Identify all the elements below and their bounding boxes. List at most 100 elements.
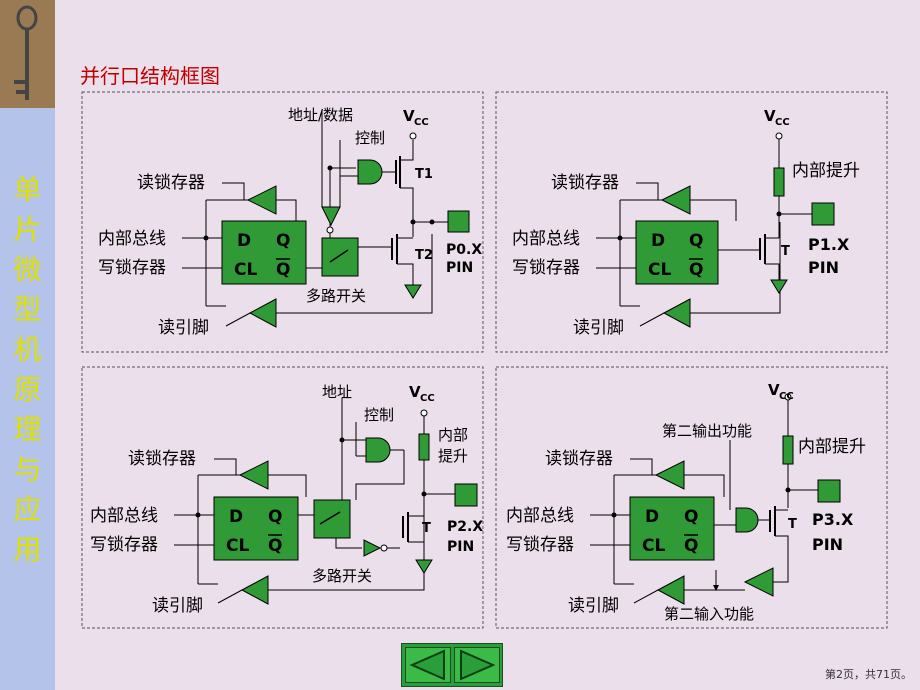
inverter: [363, 539, 382, 557]
label-internal-bus: 内部总线: [506, 506, 574, 526]
label-vcc-sub: CC: [775, 117, 790, 128]
latch-d: D: [229, 507, 243, 527]
label-pin-2: PIN: [447, 539, 474, 555]
vertical-title-char: 理: [13, 413, 42, 446]
label-t: T: [781, 244, 790, 259]
label-mux: 多路开关: [312, 567, 372, 585]
latch-q: Q: [684, 507, 698, 527]
mux-box: [313, 499, 351, 539]
label-pin-2: PIN: [808, 258, 839, 277]
latch-qbar: Q: [684, 536, 698, 556]
panel-p3: D Q CL Q V CC 第二输出功能: [506, 381, 866, 623]
label-pin-1: P2.X: [447, 519, 483, 535]
pullup-resistor: [782, 435, 794, 465]
sidebar: 单 片 微 型 机 原 理 与 应 用: [0, 0, 55, 690]
label-read-latch: 读锁存器: [128, 449, 196, 469]
panel-p0-frame: [81, 91, 484, 353]
label-t1: T1: [415, 167, 433, 182]
mux-box: [321, 237, 359, 277]
label-write-latch: 写锁存器: [512, 258, 580, 278]
label-control: 控制: [364, 406, 394, 424]
label-write-latch: 写锁存器: [98, 258, 166, 278]
label-address-data: 地址/数据: [288, 106, 353, 124]
label-pullup: 内部提升: [792, 161, 860, 181]
label-write-latch: 写锁存器: [506, 535, 574, 555]
label-vcc-sub: CC: [414, 117, 429, 128]
latch-box: [629, 496, 715, 561]
label-internal-bus: 内部总线: [90, 506, 158, 526]
latch-qbar: Q: [276, 260, 290, 280]
label-t: T: [788, 517, 797, 532]
label-second-out: 第二输出功能: [662, 422, 752, 440]
latch-cl: CL: [642, 536, 665, 556]
label-control: 控制: [355, 129, 385, 147]
key-image: [0, 0, 55, 108]
read-latch-buffer: [660, 185, 691, 215]
vertical-title-char: 机: [13, 333, 42, 366]
label-read-latch: 读锁存器: [137, 173, 205, 193]
label-read-pin: 读引脚: [152, 596, 203, 616]
label-read-latch: 读锁存器: [551, 173, 619, 193]
label-pullup-2: 提升: [438, 447, 468, 465]
label-pullup-1: 内部: [438, 426, 468, 444]
vertical-title-char: 与: [13, 453, 42, 486]
label-vcc: V: [403, 107, 415, 125]
label-pin-1: P0.X: [446, 242, 482, 258]
latch-qbar: Q: [268, 536, 282, 556]
inverter: [321, 206, 341, 227]
vertical-title-char: 单: [13, 173, 42, 206]
latch-box: [213, 496, 299, 561]
label-mux: 多路开关: [306, 287, 366, 305]
label-pullup: 内部提升: [798, 437, 866, 457]
latch-d: D: [651, 231, 665, 251]
latch-q: Q: [268, 507, 282, 527]
and-gate: [357, 159, 383, 185]
label-read-pin: 读引脚: [568, 596, 619, 616]
key-icon: [0, 0, 55, 108]
vertical-title: 单 片 微 型 机 原 理 与 应 用: [0, 170, 55, 570]
latch-cl: CL: [648, 260, 671, 280]
and-gate: [735, 507, 759, 533]
label-internal-bus: 内部总线: [98, 229, 166, 249]
latch-box: [221, 220, 307, 285]
label-vcc: V: [409, 383, 421, 401]
label-t2: T2: [415, 248, 433, 263]
panel-p0: D Q CL Q: [98, 106, 482, 338]
vertical-title-char: 原: [13, 373, 42, 406]
label-read-pin: 读引脚: [573, 318, 624, 338]
pin-pad: [454, 483, 478, 507]
label-pin-1: P1.X: [808, 235, 850, 254]
ground-symbol: [770, 279, 788, 294]
vertical-title-char: 片: [13, 213, 42, 246]
vertical-title-char: 型: [13, 293, 42, 326]
page-title: 并行口结构框图: [80, 64, 220, 88]
ground-symbol: [415, 559, 433, 574]
latch-cl: CL: [234, 260, 257, 280]
label-t: T: [422, 521, 431, 536]
next-slide-button[interactable]: [454, 647, 500, 683]
label-write-latch: 写锁存器: [90, 535, 158, 555]
read-pin-buffer: [240, 575, 269, 605]
read-pin-buffer: [662, 298, 691, 328]
label-vcc: V: [768, 381, 780, 399]
pin-pad: [447, 210, 470, 233]
right-triangle-icon: [460, 649, 496, 681]
left-triangle-icon: [409, 649, 445, 681]
vertical-title-char: 微: [13, 253, 42, 286]
panel-p1-frame: [495, 91, 888, 353]
label-vcc-sub: CC: [420, 393, 435, 404]
label-pin-2: PIN: [446, 260, 473, 276]
prev-slide-button[interactable]: [405, 647, 451, 683]
latch-qbar: Q: [689, 260, 703, 280]
label-second-in: 第二输入功能: [664, 605, 754, 623]
panel-p1: D Q CL Q V CC 内部提升 读锁存器 内部总线 写锁存器: [512, 107, 860, 338]
pin-pad: [817, 479, 841, 503]
latch-q: Q: [689, 231, 703, 251]
latch-box: [635, 220, 719, 285]
label-address: 地址: [322, 383, 352, 401]
label-read-latch: 读锁存器: [545, 449, 613, 469]
read-pin-buffer: [656, 575, 685, 605]
label-pin-1: P3.X: [812, 510, 854, 529]
pullup-resistor: [418, 433, 430, 461]
